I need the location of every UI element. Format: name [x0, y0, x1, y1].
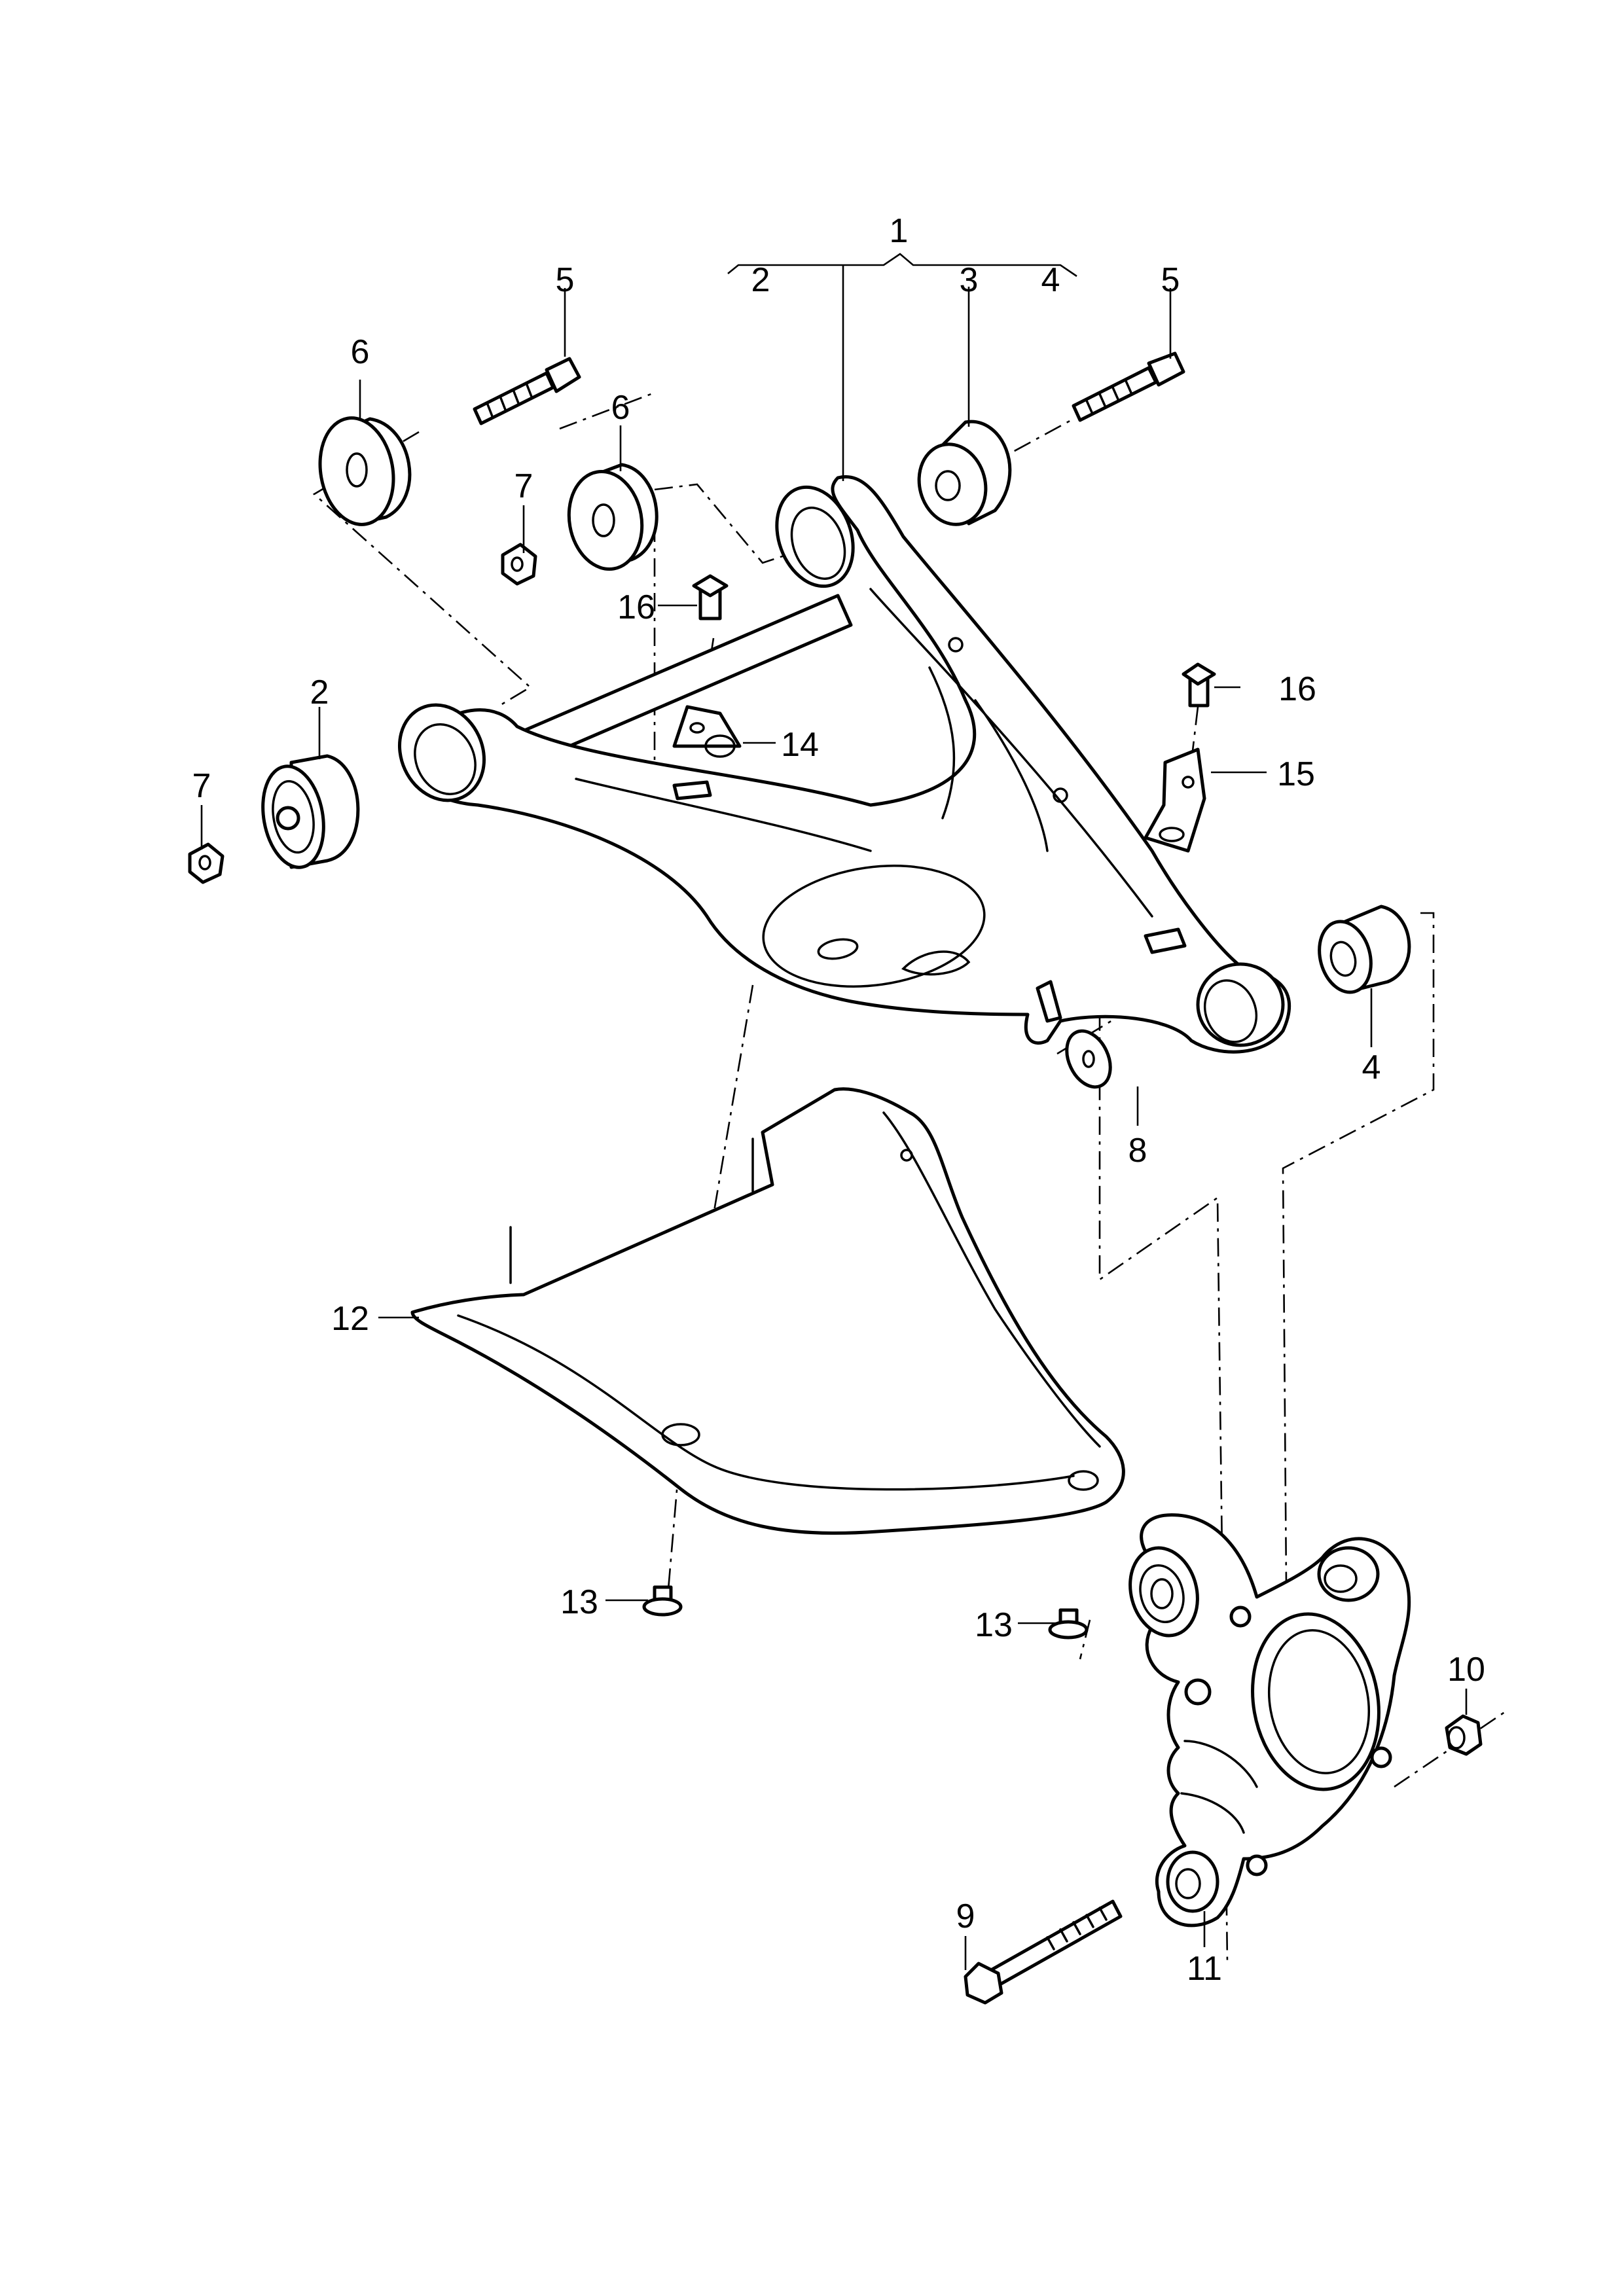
callout-5-left: 5 [556, 261, 575, 299]
washer-mid [567, 463, 659, 571]
bolt-9 [964, 1899, 1123, 2005]
callout-4-top: 4 [1041, 261, 1060, 299]
nut-upper [501, 543, 537, 586]
callout-16-left: 16 [617, 588, 655, 626]
callout-9: 9 [956, 1897, 975, 1935]
bushing-top [917, 420, 1012, 526]
callout-12: 12 [331, 1300, 369, 1338]
callout-11: 11 [1187, 1950, 1222, 1988]
callout-7-upper: 7 [514, 467, 533, 505]
bushing-right [1318, 905, 1411, 994]
screw-13-right [1048, 1608, 1089, 1640]
nut-left [188, 842, 225, 884]
callout-10: 10 [1447, 1651, 1485, 1689]
callout-3: 3 [960, 261, 979, 299]
screw-13-left [642, 1585, 683, 1617]
bracket-15 [1144, 747, 1206, 853]
washer-8 [1065, 1029, 1112, 1089]
callouts: 1 2 3 4 5 5 6 6 7 16 16 14 15 2 7 4 8 12… [192, 212, 1485, 1988]
callout-14: 14 [781, 726, 819, 764]
callout-6-mid: 6 [611, 389, 630, 427]
callout-15: 15 [1277, 755, 1315, 793]
washer-left [318, 416, 412, 526]
leader-lines [200, 253, 1468, 1970]
bolt-16-left [692, 574, 729, 620]
callout-2-top: 2 [751, 261, 770, 299]
callout-5-right: 5 [1161, 261, 1180, 299]
callout-16-right: 16 [1278, 670, 1316, 708]
bolt-right [1072, 351, 1185, 422]
control-arm [397, 475, 1291, 1054]
bolt-16-right [1182, 662, 1216, 708]
bushing-left [261, 754, 360, 869]
callout-13-left: 13 [560, 1583, 598, 1621]
wheel-carrier [1128, 1513, 1411, 1928]
callout-2: 2 [310, 673, 329, 711]
nut-10 [1445, 1714, 1483, 1756]
callout-6-left: 6 [351, 333, 370, 371]
callout-1: 1 [890, 212, 909, 250]
bracket-14 [672, 705, 742, 758]
callout-8: 8 [1128, 1132, 1147, 1170]
underbody-shield [410, 1087, 1125, 1535]
bolt-left [473, 357, 581, 425]
callout-7-left: 7 [192, 767, 211, 805]
callout-13-right: 13 [975, 1606, 1013, 1644]
callout-4: 4 [1362, 1049, 1381, 1086]
